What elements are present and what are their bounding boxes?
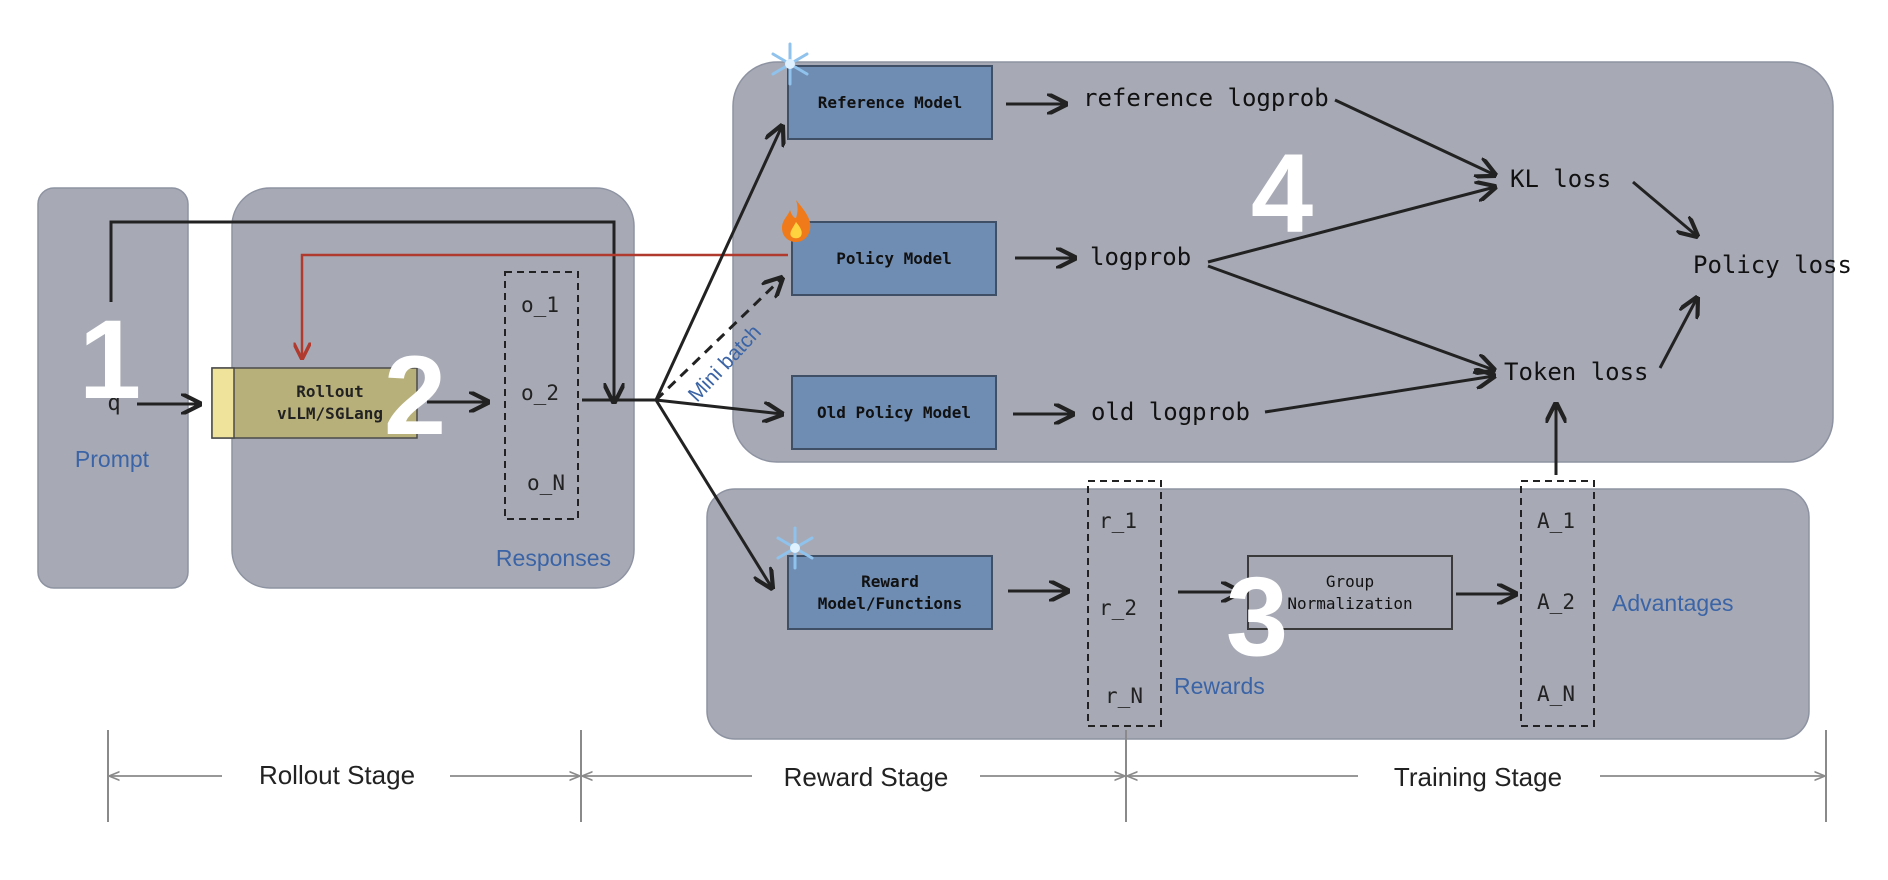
to-old-policy-arrow bbox=[655, 398, 782, 414]
token-to-policy-loss-arrow bbox=[1658, 298, 1697, 369]
group-normalization-box[interactable] bbox=[1247, 555, 1453, 630]
rewards-label: Rewards bbox=[1174, 673, 1265, 699]
to-policy-arrow bbox=[654, 278, 782, 402]
reward-model-box[interactable] bbox=[787, 555, 993, 630]
advantage-item-1: A_1 bbox=[1537, 509, 1575, 533]
response-item-1: o_1 bbox=[521, 293, 559, 317]
reference-logprob-label: reference logprob bbox=[1083, 84, 1329, 112]
reward-item-2: r_2 bbox=[1099, 596, 1137, 620]
responses-group bbox=[504, 271, 579, 520]
reward-model-label-line1: Reward bbox=[861, 572, 919, 591]
training-stage-label: Training Stage bbox=[1394, 762, 1562, 792]
query-label: q bbox=[107, 391, 120, 416]
ref-logprob-to-kl-arrow bbox=[1334, 98, 1495, 175]
policy-model-label: Policy Model bbox=[836, 249, 952, 268]
reward-model-label-line2: Model/Functions bbox=[818, 594, 963, 613]
to-reference-arrow bbox=[654, 126, 782, 401]
step-number-4: 4 bbox=[1251, 131, 1313, 256]
kl-to-policy-loss-arrow bbox=[1632, 180, 1697, 236]
advantages-group bbox=[1520, 480, 1595, 727]
snowflake-icon bbox=[771, 42, 809, 86]
kl-loss-label: KL loss bbox=[1510, 165, 1611, 193]
old-logprob-label: old logprob bbox=[1091, 398, 1250, 426]
response-item-n: o_N bbox=[527, 471, 565, 495]
policy-loss-label: Policy loss bbox=[1693, 251, 1852, 279]
fire-icon bbox=[782, 200, 811, 242]
rollout-accent bbox=[211, 367, 235, 439]
prompt-to-responses-arrow bbox=[109, 220, 614, 402]
policy-sync-arrow bbox=[302, 253, 788, 358]
prompt-label: Prompt bbox=[75, 446, 150, 472]
group-normalization-line1: Group bbox=[1326, 572, 1374, 591]
step-number-3: 3 bbox=[1226, 554, 1288, 679]
stage-timeline bbox=[107, 730, 1827, 822]
old-policy-model-label: Old Policy Model bbox=[817, 403, 971, 422]
old-policy-model-box[interactable] bbox=[791, 375, 997, 450]
token-loss-label: Token loss bbox=[1504, 358, 1649, 386]
responses-label: Responses bbox=[496, 545, 611, 571]
old-logprob-to-token-arrow bbox=[1264, 376, 1494, 414]
reward-stage-label: Reward Stage bbox=[784, 762, 949, 792]
policy-model-box[interactable] bbox=[791, 221, 997, 296]
training-panel bbox=[732, 61, 1834, 463]
step-number-1: 1 bbox=[79, 297, 141, 422]
logprob-to-kl-arrow bbox=[1207, 187, 1495, 264]
advantage-item-n: A_N bbox=[1537, 682, 1575, 706]
logprob-label: logprob bbox=[1090, 243, 1191, 271]
rewards-group bbox=[1087, 480, 1162, 727]
logprob-to-token-arrow bbox=[1207, 264, 1494, 370]
reference-model-box[interactable] bbox=[787, 65, 993, 140]
rollout-label-line2: vLLM/SGLang bbox=[277, 404, 383, 423]
rollout-stage-label: Rollout Stage bbox=[259, 760, 415, 790]
prompt-panel bbox=[37, 187, 189, 589]
group-normalization-line2: Normalization bbox=[1287, 594, 1412, 613]
advantages-label: Advantages bbox=[1612, 590, 1733, 616]
rollout-box bbox=[211, 367, 418, 439]
advantage-item-2: A_2 bbox=[1537, 590, 1575, 614]
response-item-2: o_2 bbox=[521, 381, 559, 405]
reference-model-label: Reference Model bbox=[818, 93, 963, 112]
reward-item-1: r_1 bbox=[1099, 509, 1137, 533]
to-reward-model-arrow bbox=[654, 399, 772, 588]
rollout-label-line1: Rollout bbox=[296, 382, 363, 401]
snowflake-icon bbox=[776, 526, 814, 570]
step-number-2: 2 bbox=[384, 333, 446, 458]
reward-item-n: r_N bbox=[1105, 684, 1143, 708]
